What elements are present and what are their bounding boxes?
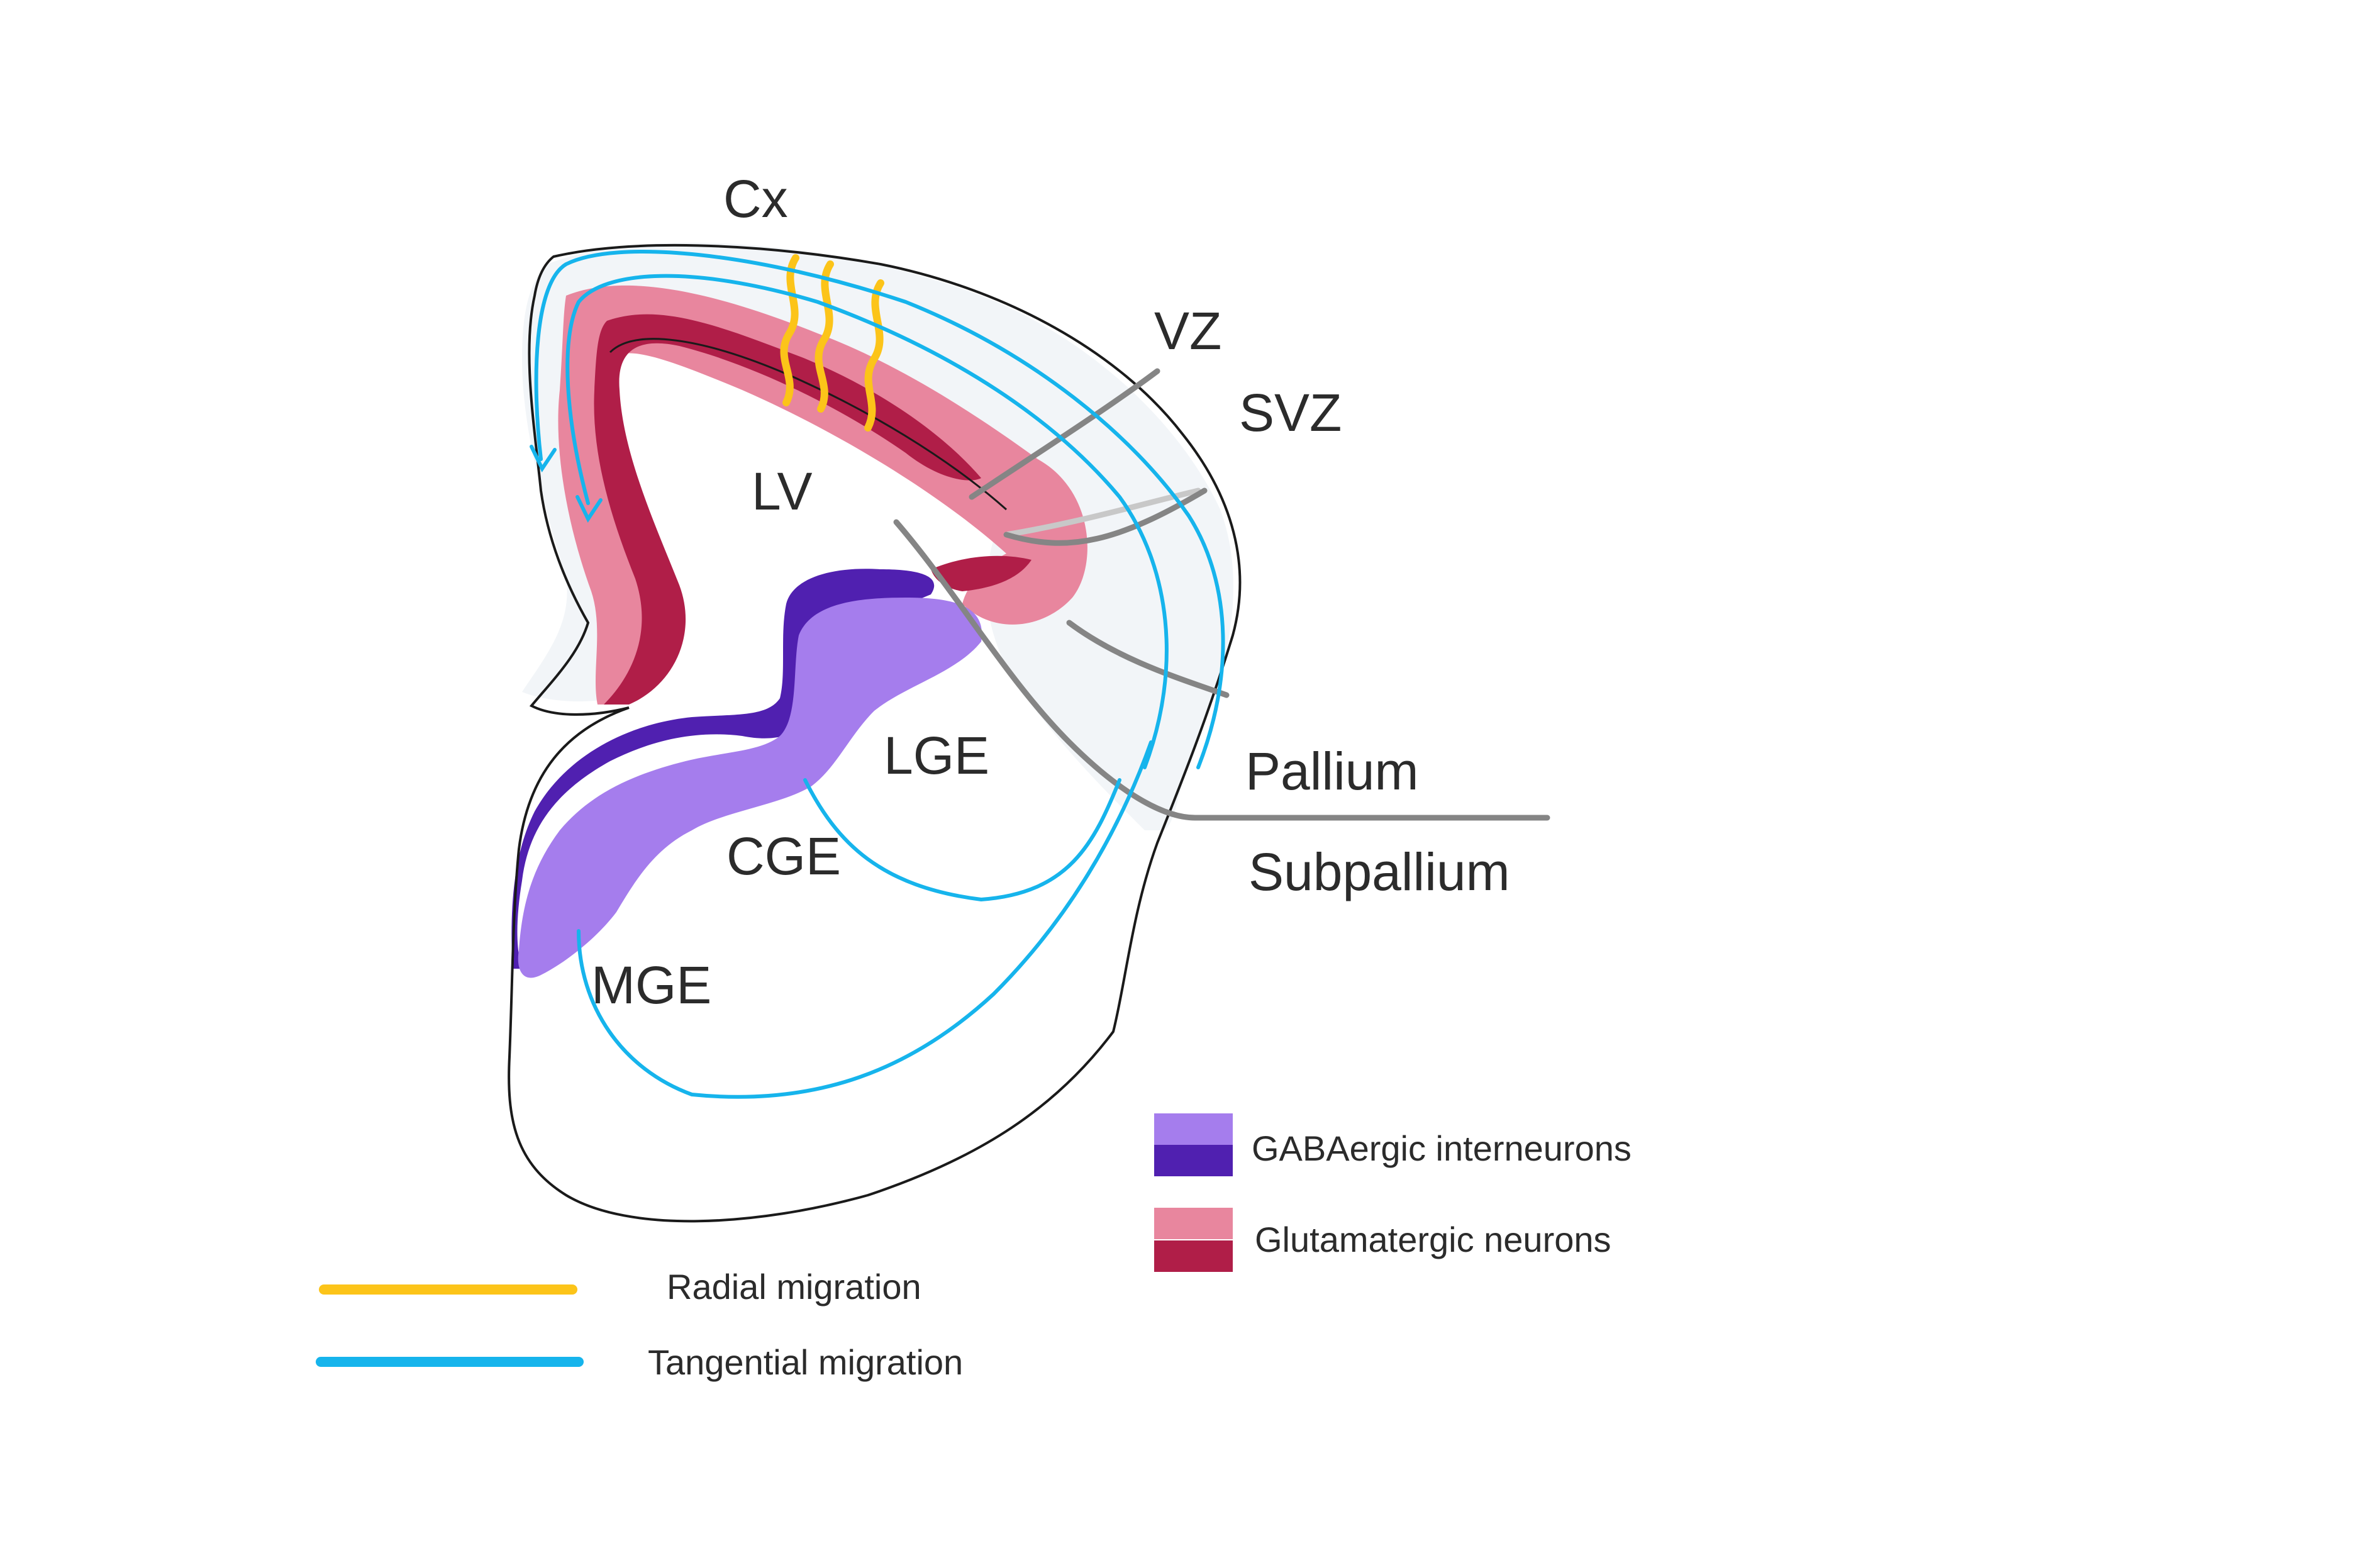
legend-glut-swatch-dark bbox=[1154, 1240, 1233, 1272]
pallium-label: Pallium bbox=[1245, 742, 1418, 801]
legend-tangential-label: Tangential migration bbox=[648, 1342, 963, 1382]
tangential-lge-loop bbox=[803, 778, 1121, 902]
glutamatergic-band-dark bbox=[594, 314, 981, 705]
legend-glut-label: Glutamatergic neurons bbox=[1255, 1220, 1611, 1259]
glutamatergic-band-dark-tail bbox=[931, 555, 1032, 591]
cge-label: CGE bbox=[726, 827, 841, 886]
tangential-arrow-1 bbox=[530, 445, 557, 473]
boundary-lines bbox=[893, 368, 1550, 821]
radial-path-2 bbox=[815, 260, 834, 413]
mge-label: MGE bbox=[591, 956, 711, 1015]
zone-fill bbox=[522, 242, 1233, 830]
legend-gaba-swatch-dark bbox=[1154, 1145, 1233, 1176]
tangential-outer-cortex bbox=[534, 250, 1225, 769]
inner-boundary-a bbox=[1003, 488, 1208, 546]
legend-radial-label: Radial migration bbox=[667, 1267, 921, 1306]
pallium-subpallium-boundary bbox=[893, 519, 1550, 821]
vz-pointer bbox=[969, 368, 1160, 500]
tangential-inner-cortex bbox=[565, 274, 1169, 769]
tangential-arrow-2 bbox=[576, 495, 603, 523]
svz-label: SVZ bbox=[1239, 383, 1342, 442]
lv-label: LV bbox=[752, 462, 813, 521]
legend-glut-swatch-light bbox=[1154, 1208, 1233, 1239]
inner-boundary-b bbox=[1066, 620, 1230, 698]
hemisphere-outline bbox=[508, 243, 1242, 1223]
legend-gaba-swatch-light bbox=[1154, 1113, 1233, 1145]
subpallium-label: Subpallium bbox=[1248, 842, 1510, 901]
legend: GABAergic interneurons Glutamatergic neu… bbox=[316, 1113, 1632, 1382]
lge-label: LGE bbox=[884, 726, 989, 785]
radial-migration-lines bbox=[780, 254, 884, 432]
legend-gaba-label: GABAergic interneurons bbox=[1252, 1128, 1632, 1168]
tangential-migration-lines bbox=[530, 250, 1225, 1099]
vz-label: VZ bbox=[1154, 301, 1221, 360]
gabaergic-band-light bbox=[518, 598, 982, 978]
cx-label: Cx bbox=[723, 169, 788, 228]
svz-pointer bbox=[1003, 488, 1201, 538]
tangential-mge-loop bbox=[577, 740, 1153, 1099]
radial-path-3 bbox=[864, 279, 884, 432]
